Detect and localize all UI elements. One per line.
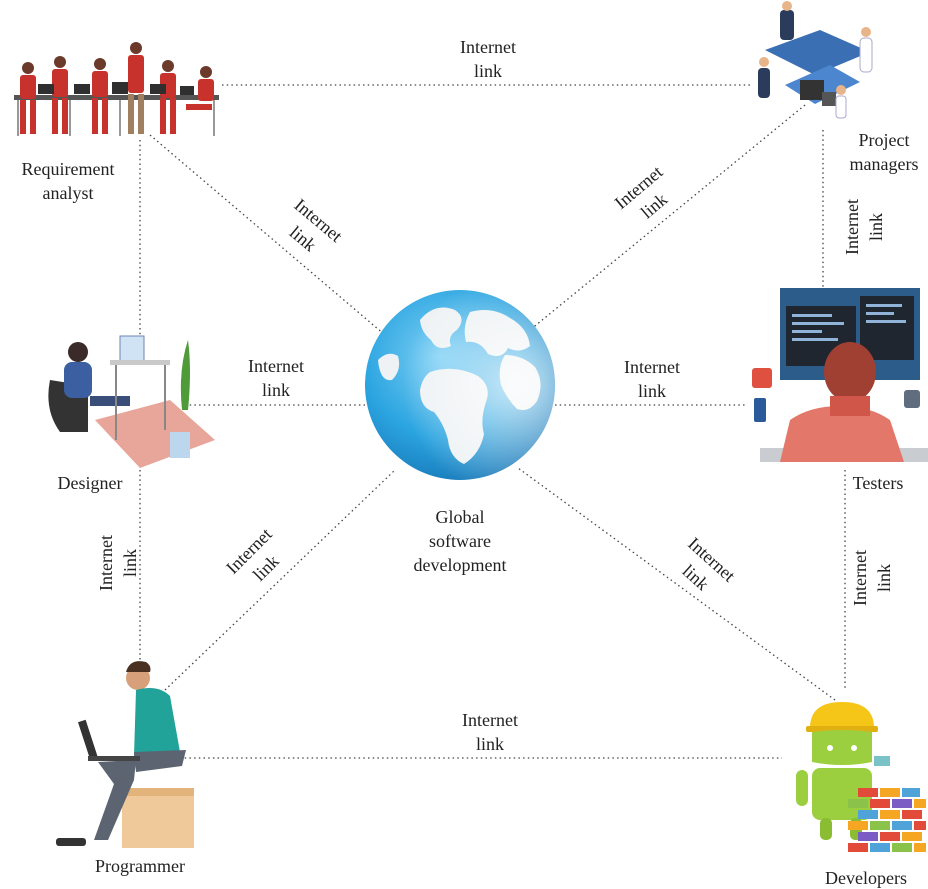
svg-text:Testers: Testers <box>853 473 904 493</box>
programmer-icon <box>56 661 194 848</box>
link-label-analyst-globe: Internetlink <box>275 195 346 265</box>
programmer-label: Programmer <box>95 856 185 876</box>
designer-icon <box>48 335 215 468</box>
svg-text:Programmer: Programmer <box>95 856 185 876</box>
project-managers-icon <box>758 1 873 119</box>
testers-label: Testers <box>853 473 904 493</box>
requirement-analyst-icon <box>14 42 219 136</box>
svg-text:Internetlink: Internetlink <box>222 524 293 595</box>
developers-icon <box>796 702 926 852</box>
svg-text:Internetlink: Internetlink <box>850 550 894 606</box>
connections <box>139 84 846 759</box>
designer-label: Designer <box>58 473 123 493</box>
svg-text:Internetlink: Internetlink <box>462 710 518 754</box>
svg-text:Internetlink: Internetlink <box>624 357 680 401</box>
svg-text:Internetlink: Internetlink <box>460 37 516 81</box>
link-label-developers-globe: Internetlink <box>668 533 740 603</box>
svg-text:Internetlink: Internetlink <box>96 535 140 591</box>
svg-text:Designer: Designer <box>58 473 123 493</box>
svg-text:Internetlink: Internetlink <box>248 356 304 400</box>
link-developers-globe <box>517 467 836 701</box>
link-label-programmer-globe: Internetlink <box>222 524 293 595</box>
svg-text:Developers: Developers <box>825 868 907 888</box>
link-label-pm-globe: Internetlink <box>611 162 682 232</box>
link-programmer-globe <box>164 469 396 691</box>
link-analyst-globe <box>149 134 386 336</box>
link-pm-globe <box>529 104 806 331</box>
svg-text:Internetlink: Internetlink <box>275 195 346 265</box>
svg-text:Internetlink: Internetlink <box>842 199 886 255</box>
svg-text:Internetlink: Internetlink <box>668 533 739 603</box>
globe-icon <box>365 290 555 480</box>
svg-text:Internetlink: Internetlink <box>611 162 682 232</box>
testers-icon <box>752 288 928 462</box>
developers-label: Developers <box>825 868 907 888</box>
